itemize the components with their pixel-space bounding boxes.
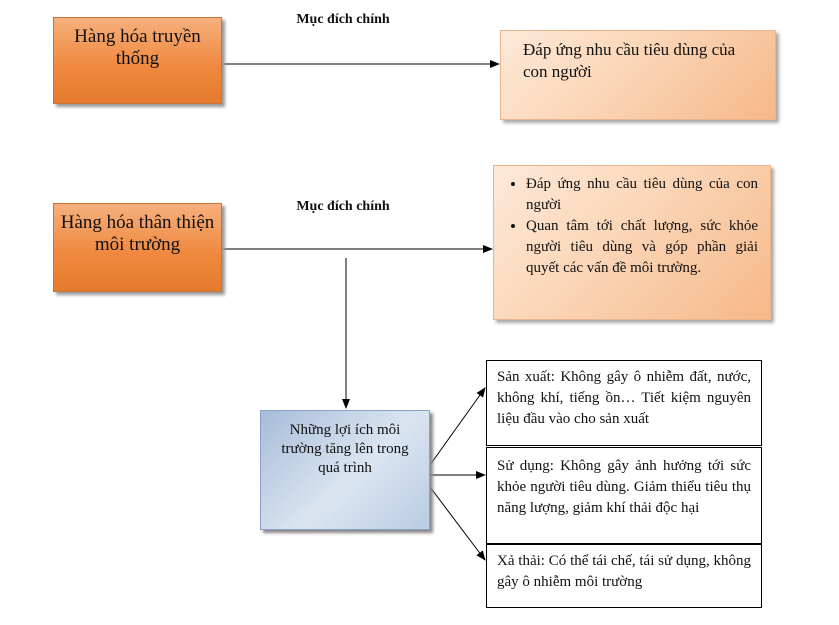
benefits-title: Những lợi ích môi trường tăng lên trong …	[281, 422, 409, 476]
benefits-box: Những lợi ích môi trường tăng lên trong …	[260, 410, 430, 530]
traditional-purpose-box: Đáp ứng nhu cầu tiêu dùng của con người	[500, 30, 776, 120]
purpose-label-2: Mục đích chính	[296, 199, 390, 214]
green-purpose-item: Đáp ứng nhu cầu tiêu dùng của con người	[526, 174, 758, 216]
traditional-purpose-text: Đáp ứng nhu cầu tiêu dùng của con người	[523, 40, 736, 81]
arrow-disposal	[429, 486, 486, 561]
traditional-goods-title: Hàng hóa truyền thống	[74, 26, 201, 69]
green-goods-title: Hàng hóa thân thiện môi trường	[60, 212, 215, 255]
benefit-production-box: Sản xuất: Không gây ô nhiễm đất, nước, k…	[486, 360, 762, 446]
purpose-label-1: Mục đích chính	[296, 12, 390, 27]
traditional-goods-box: Hàng hóa truyền thống	[53, 17, 222, 104]
benefit-production-text: Sản xuất: Không gây ô nhiễm đất, nước, k…	[497, 369, 751, 427]
benefit-disposal-text: Xả thải: Có thể tái chế, tái sử dụng, kh…	[497, 553, 751, 590]
green-purpose-list: Đáp ứng nhu cầu tiêu dùng của con người …	[504, 174, 758, 279]
benefit-usage-box: Sử dụng: Không gây ảnh hưởng tới sức khỏ…	[486, 447, 762, 544]
green-goods-box: Hàng hóa thân thiện môi trường	[53, 203, 222, 292]
arrow-production	[429, 387, 486, 466]
benefit-disposal-box: Xả thải: Có thể tái chế, tái sử dụng, kh…	[486, 544, 762, 608]
green-purpose-item: Quan tâm tới chất lượng, sức khỏe người …	[526, 216, 758, 279]
benefit-usage-text: Sử dụng: Không gây ảnh hưởng tới sức khỏ…	[497, 458, 751, 516]
green-purpose-box: Đáp ứng nhu cầu tiêu dùng của con người …	[493, 165, 771, 320]
